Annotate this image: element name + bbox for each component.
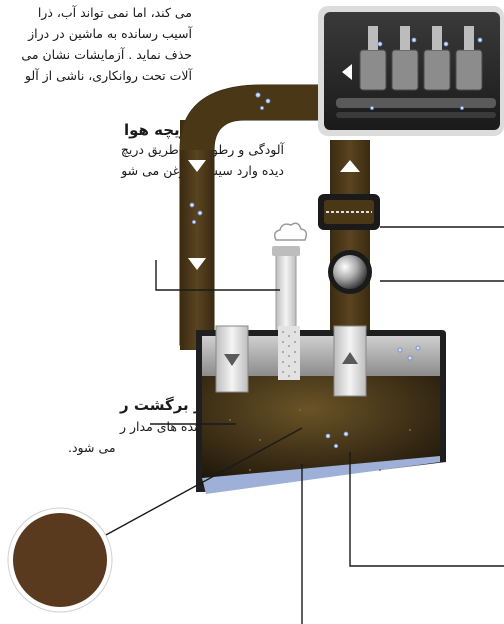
callout-bubbles <box>349 452 504 567</box>
intro-line: می کند، اما نمی تواند آب، ذرا <box>37 5 192 20</box>
return-pipe-vertical <box>180 120 214 350</box>
down-arrow-icon <box>224 354 240 366</box>
air-vent-cap <box>272 246 300 256</box>
up-arrow-icon <box>342 352 358 364</box>
engine-bubbles <box>369 37 483 111</box>
tank-bubbles <box>325 345 421 449</box>
left-arrow-icon <box>342 64 352 80</box>
intro-line: حذف نماید . آزمایشات نشان می <box>21 47 192 62</box>
intro-line: آلات تحت روانکاری، ناشی از آلو <box>24 68 192 83</box>
pump-ball <box>333 255 367 289</box>
vent-column <box>278 326 300 380</box>
return-path-line: آلاینده های مدار ر <box>120 419 212 434</box>
return-path-body: آلاینده های مدار ر <box>120 416 212 437</box>
air-vent-title: دریچه هوا <box>123 121 196 139</box>
engine-pistons <box>336 26 496 118</box>
oil-body <box>202 376 440 486</box>
intro-paragraph: می کند، اما نمی تواند آب، ذرا آسیب رساند… <box>21 2 192 86</box>
up-arrow-icon <box>340 160 360 172</box>
return-path-line: می شود. <box>68 440 116 455</box>
oil-sample <box>13 513 107 607</box>
cloud-icon <box>273 222 308 241</box>
return-pipe-bend <box>180 85 320 150</box>
callout-air-vent <box>155 260 280 291</box>
intro-line: آسیب رسانده به ماشین در دراز <box>28 26 192 41</box>
down-arrow-icon <box>188 258 206 270</box>
pipe-bubbles <box>189 92 271 225</box>
supply-pipe <box>330 140 370 345</box>
down-arrow-icon <box>188 160 206 172</box>
tank-particles <box>229 409 411 471</box>
vent-column-dots <box>282 331 296 377</box>
water-layer <box>202 456 440 494</box>
return-path-body-2: می شود. <box>68 437 116 458</box>
